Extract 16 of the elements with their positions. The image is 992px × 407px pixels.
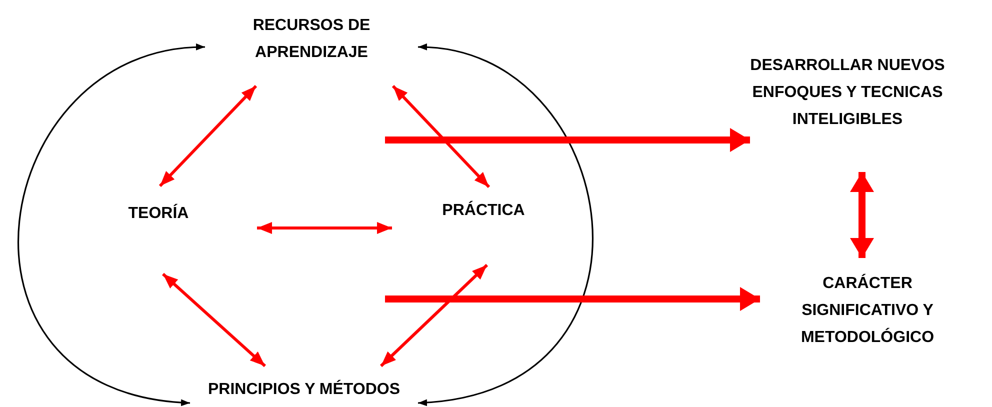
arrow [385, 287, 760, 311]
arrow [257, 222, 392, 234]
node-label: CARÁCTER SIGNIFICATIVO Y METODOLÓGICO [800, 272, 936, 348]
arrow [162, 272, 266, 368]
node-label: TEORÍA [128, 202, 189, 224]
curved-arrow [418, 44, 593, 406]
arrow [385, 128, 750, 152]
node-label: DESARROLLAR NUEVOS ENFOQUES Y TECNICAS INTELIGIBLES [750, 56, 945, 130]
node-label: RECURSOS DE APRENDIZAJE [252, 16, 372, 63]
curved-arrow [18, 44, 206, 406]
arrow [380, 264, 488, 368]
arrow [158, 84, 258, 188]
arrow [392, 84, 490, 188]
node-label: PRINCIPIOS Y MÉTODOS [208, 378, 400, 400]
node-label: PRÁCTICA [442, 200, 525, 221]
arrow [850, 172, 874, 258]
